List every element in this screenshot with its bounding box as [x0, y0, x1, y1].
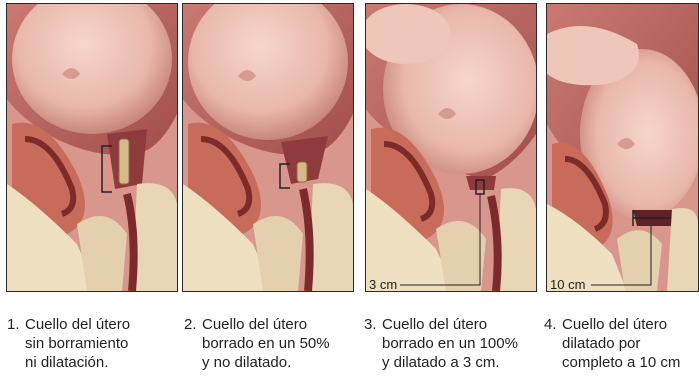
illustration-panel-3: 3 cm: [365, 3, 537, 292]
illustration-cervix-3cm: 3 cm: [366, 4, 536, 291]
illustration-cervix-50-effaced: [183, 4, 353, 291]
caption-4: 4.Cuello del útero dilatado por completo…: [544, 315, 680, 372]
caption-number: 3.: [364, 315, 382, 334]
illustration-panel-2: [182, 3, 354, 292]
caption-line: ni dilatación.: [7, 353, 130, 372]
caption-line: borrado en un 100%: [364, 334, 518, 353]
caption-2: 2.Cuello del útero borrado en un 50% y n…: [184, 315, 330, 372]
dilation-label-3cm: 3 cm: [369, 277, 397, 291]
caption-line: y no dilatado.: [184, 353, 330, 372]
caption-line: y dilatado a 3 cm.: [364, 353, 518, 372]
illustration-panel-4: 10 cm: [546, 3, 699, 292]
caption-number: 4.: [544, 315, 562, 334]
caption-line: Cuello del útero: [25, 316, 130, 333]
illustration-cervix-closed: [7, 4, 177, 291]
illustration-panel-1: [6, 3, 178, 292]
caption-line: borrado en un 50%: [184, 334, 330, 353]
caption-number: 2.: [184, 315, 202, 334]
caption-line: Cuello del útero: [562, 316, 667, 333]
caption-line: Cuello del útero: [382, 316, 487, 333]
caption-line: dilatado por: [544, 334, 680, 353]
caption-1: 1.Cuello del útero sin borramiento ni di…: [7, 315, 130, 372]
caption-3: 3.Cuello del útero borrado en un 100% y …: [364, 315, 518, 372]
dilation-label-10cm: 10 cm: [550, 277, 585, 291]
caption-line: sin borramiento: [7, 334, 130, 353]
caption-line: completo a 10 cm: [544, 353, 680, 372]
caption-line: Cuello del útero: [202, 316, 307, 333]
caption-number: 1.: [7, 315, 25, 334]
illustration-cervix-10cm: 10 cm: [547, 4, 698, 291]
